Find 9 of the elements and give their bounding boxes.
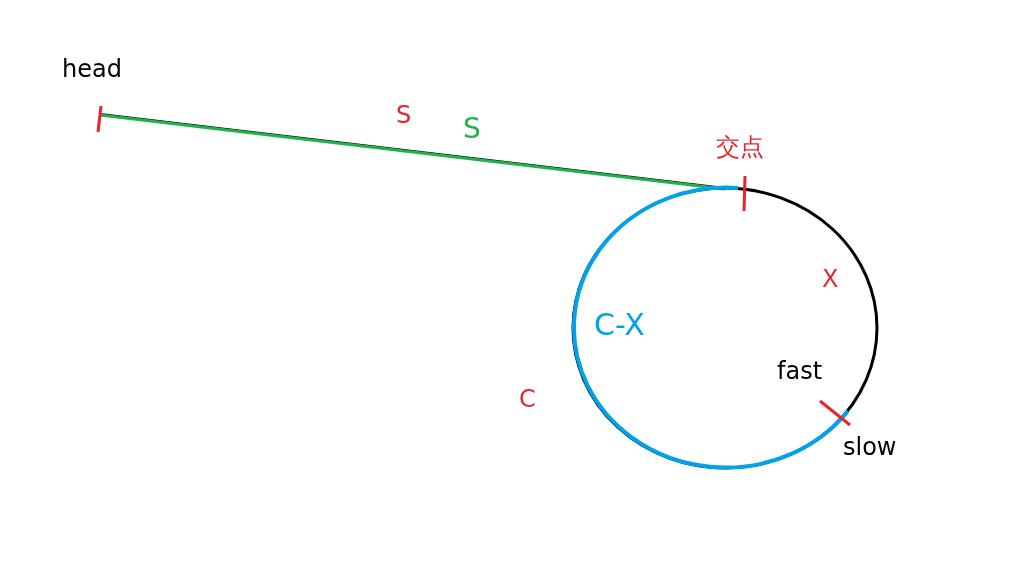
cycle-label: C (519, 386, 536, 413)
pointer-label: fast (777, 358, 823, 385)
pointer-label: slow (843, 434, 897, 461)
segment-label: S (463, 114, 481, 145)
arc-label: X (822, 266, 839, 293)
head-label: head (62, 56, 122, 83)
segment-label: S (396, 102, 412, 129)
intersection-label: 交点 (716, 134, 764, 161)
arc-label: C-X (594, 308, 645, 341)
